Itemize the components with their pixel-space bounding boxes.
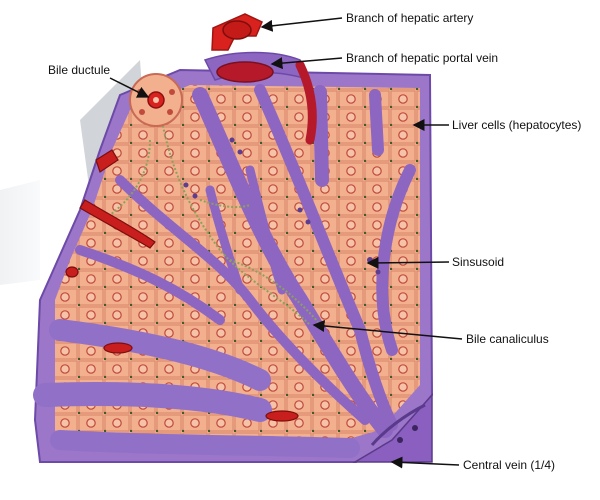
label-sinusoid: Sinsusoid <box>452 255 505 269</box>
bile-ductule <box>129 73 183 127</box>
label-hepatic-artery: Branch of hepatic artery <box>346 11 474 25</box>
annotation-arrows <box>109 17 463 469</box>
label-central-vein: Central vein (1/4) <box>463 458 556 472</box>
label-portal-vein: Branch of hepatic portal vein <box>346 51 499 65</box>
label-hepatocytes: Liver cells (hepatocytes) <box>452 118 582 132</box>
arrow-bile-canaliculus <box>312 320 463 340</box>
arrow-hepatic-artery <box>260 17 343 32</box>
arrow-bile-ductule <box>109 77 150 98</box>
portal-vein-branch <box>203 51 317 145</box>
bile-canaliculi <box>109 109 319 326</box>
arrow-central-vein <box>390 456 460 469</box>
hepatic-artery-branch <box>211 13 263 51</box>
side-vessels <box>65 149 299 422</box>
label-bile-canaliculus: Bile canaliculus <box>466 332 549 346</box>
arrow-sinusoid <box>366 256 450 269</box>
arrow-portal-vein <box>270 57 343 70</box>
label-bile-ductule: Bile ductule <box>48 63 111 77</box>
